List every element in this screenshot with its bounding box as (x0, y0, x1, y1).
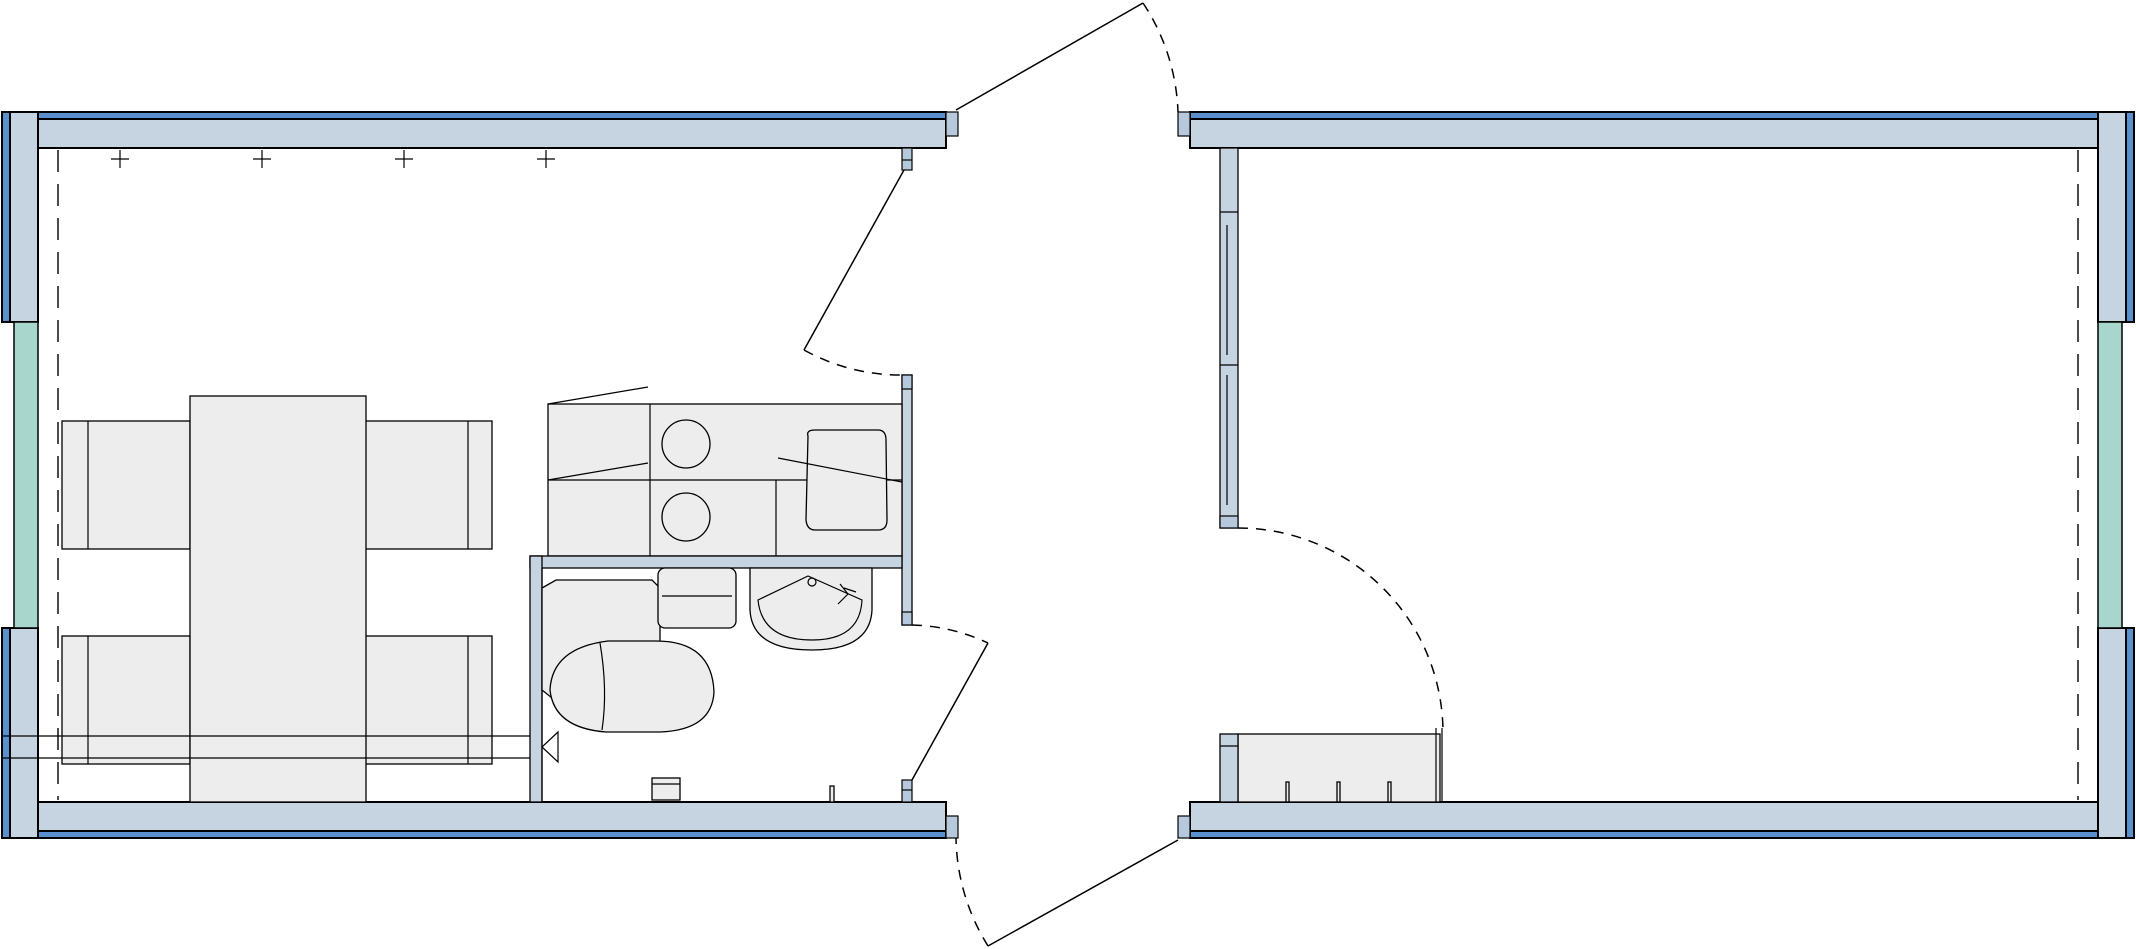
service-partition-horizontal (529, 555, 903, 569)
kitchen-sink (805, 429, 888, 531)
left-end-window (13, 321, 39, 629)
service-partition-left (529, 555, 543, 803)
ceiling-light-marks (111, 150, 555, 168)
left-end-wall-upper-stripe (1, 111, 11, 323)
chair-top-right (363, 420, 493, 550)
top-door-swing (1142, 2, 1179, 113)
left-end-wall-lower-stripe (1, 627, 11, 839)
kitchen-door-leaf (803, 169, 905, 351)
dining-table (189, 395, 367, 803)
right-end-wall-lower-stripe (2125, 627, 2135, 839)
dining-area (2, 395, 559, 803)
tap-icon (837, 583, 857, 605)
service-partition-right (901, 374, 913, 626)
right-end-window (2097, 321, 2123, 629)
right-door-jamb-bottom (1177, 815, 1191, 839)
kitchen-door-swing (803, 349, 903, 376)
bottom-door-leaf (987, 839, 1179, 947)
bath-heater (651, 777, 681, 801)
right-door-jamb-top (1177, 111, 1191, 137)
washbasin (749, 567, 873, 651)
right-top-wall-stripe (1189, 111, 2135, 120)
top-door-leaf (955, 2, 1144, 111)
bottom-door-swing (955, 837, 989, 947)
bath-cabinet (657, 567, 737, 629)
right-end-wall-upper-stripe (2125, 111, 2135, 323)
bathroom-door-swing (911, 624, 989, 644)
chair-bottom-left (61, 635, 191, 765)
entrance-doors (955, 2, 1179, 947)
left-door-jamb-top (945, 111, 959, 137)
hob-burner-1 (661, 419, 711, 469)
conduit-arrow-icon (541, 730, 559, 764)
sliding-partition (1219, 147, 1239, 529)
chair-bottom-right (363, 635, 493, 765)
left-bottom-wall-stripe (1, 830, 947, 839)
service-core (529, 147, 989, 803)
bathroom-door-leaf (911, 642, 989, 781)
toilet (549, 640, 715, 733)
left-door-jamb-bottom (945, 815, 959, 839)
left-container (1, 111, 959, 839)
right-bottom-wall-stripe (1189, 830, 2135, 839)
hob-burner-2 (661, 492, 711, 542)
left-top-wall-stripe (1, 111, 947, 120)
chair-top-left (61, 420, 191, 550)
right-container (1177, 111, 2135, 839)
right-interior-door-swing (1237, 527, 1444, 734)
